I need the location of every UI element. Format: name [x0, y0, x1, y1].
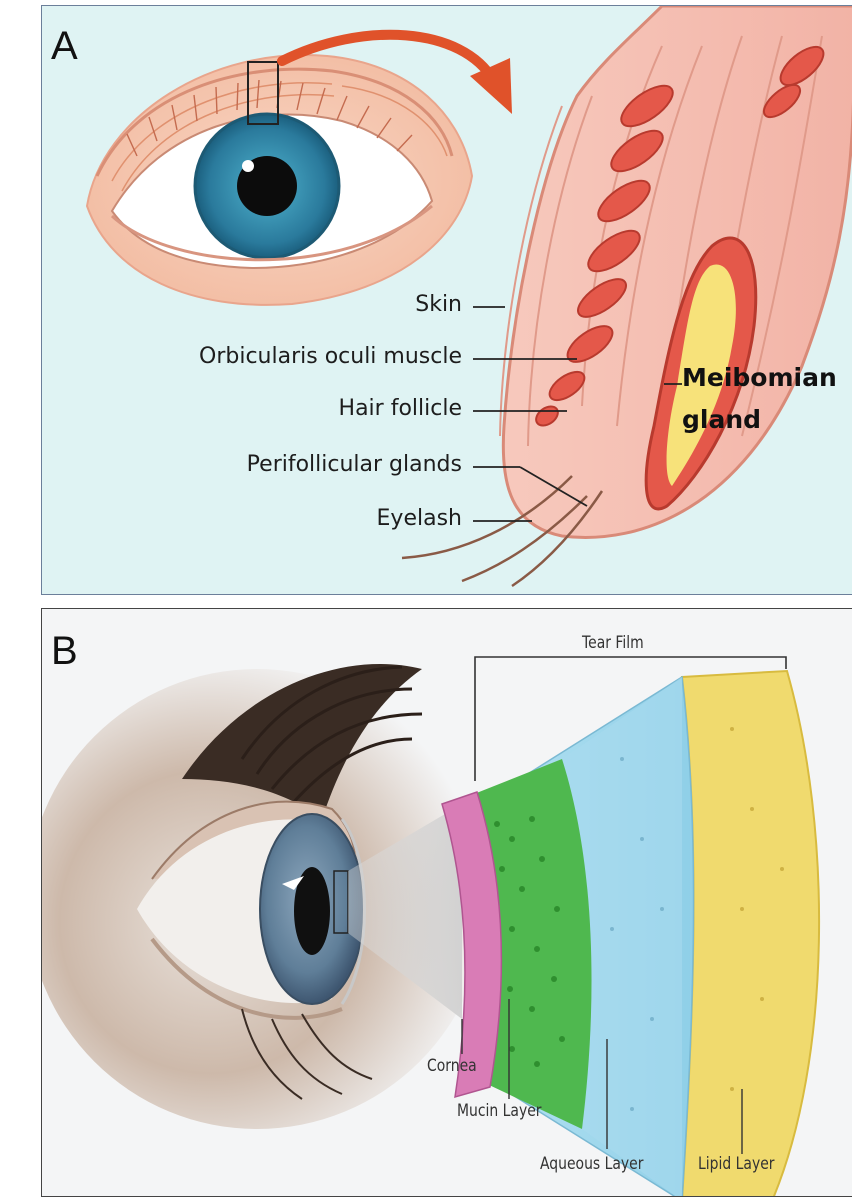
label-eyelash: Eyelash — [377, 506, 462, 531]
label-orbicularis: Orbicularis oculi muscle — [199, 344, 462, 369]
label-gland: gland — [682, 405, 761, 435]
eye-front-view — [87, 55, 472, 305]
panel-b-letter: B — [51, 631, 78, 671]
label-tear-film: Tear Film — [582, 633, 644, 653]
panel-b-tear-film: B Tear Film Cornea Mucin Layer Aqueous L… — [41, 608, 852, 1197]
label-perifollicular: Perifollicular glands — [247, 452, 462, 477]
label-aqueous: Aqueous Layer — [540, 1154, 643, 1174]
eyelid-cross-section — [402, 6, 852, 586]
panel-a-eyelid-anatomy: A Skin Orbicularis oculi muscle Hair fol… — [41, 5, 852, 595]
label-skin: Skin — [415, 292, 462, 317]
label-cornea: Cornea — [427, 1056, 477, 1076]
panel-b-illustration — [42, 609, 852, 1197]
label-hair-follicle: Hair follicle — [339, 396, 462, 421]
label-meibomian: Meibomian — [682, 363, 837, 393]
label-mucin: Mucin Layer — [457, 1101, 542, 1121]
label-lipid: Lipid Layer — [698, 1154, 775, 1174]
panel-a-letter: A — [51, 26, 78, 66]
